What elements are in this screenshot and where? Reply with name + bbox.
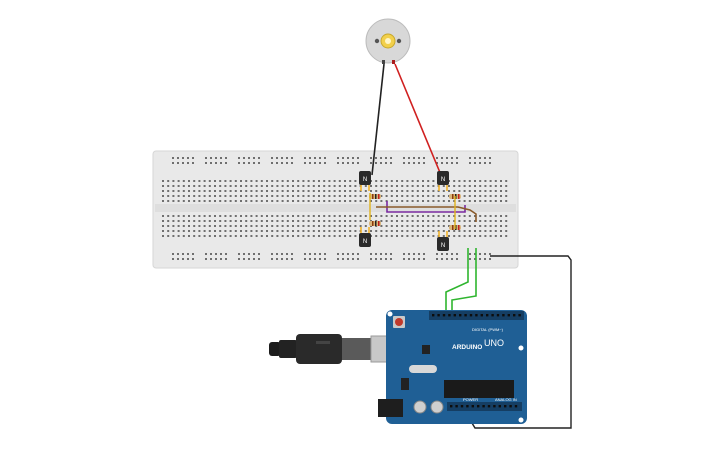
- transistor-q4-label: N: [441, 243, 445, 249]
- digital-header-pins: [432, 314, 521, 317]
- power-header-label: POWER: [463, 397, 478, 402]
- motor-wire-red[interactable]: [394, 63, 442, 176]
- transistor-q1[interactable]: N: [359, 171, 371, 191]
- transistor-q3[interactable]: N: [359, 227, 371, 247]
- arduino-brand-label: ARDUINO: [452, 344, 482, 351]
- digital-header-label: DIGITAL (PWM~): [472, 327, 504, 332]
- signal-wire-green-2[interactable]: [451, 248, 477, 318]
- analog-header-label: ANALOG IN: [495, 397, 517, 402]
- resistor-r2[interactable]: [369, 221, 381, 226]
- transistor-q2-label: N: [441, 177, 445, 183]
- power-jack-icon[interactable]: [378, 399, 403, 417]
- resistor-r1[interactable]: [369, 194, 381, 199]
- arduino-uno-board[interactable]: ARDUINO UNO DIGITAL (PWM~) POWER ANALOG …: [378, 310, 527, 424]
- signal-wire-green-1[interactable]: [445, 248, 469, 318]
- arduino-model-label: UNO: [484, 338, 504, 348]
- transistor-q4[interactable]: N: [437, 231, 449, 251]
- power-analog-header-pins: [450, 405, 518, 408]
- transistor-q3-label: N: [363, 239, 367, 245]
- breadboard-holes: [162, 157, 508, 260]
- dc-motor-icon[interactable]: [365, 18, 411, 64]
- transistor-q1-label: N: [363, 177, 367, 183]
- jumper-wire-brown[interactable]: [376, 206, 477, 222]
- reset-button-icon[interactable]: [393, 316, 405, 328]
- motor-wire-black[interactable]: [371, 63, 385, 176]
- transistor-q2[interactable]: N: [437, 171, 449, 191]
- breadboard[interactable]: [152, 150, 519, 269]
